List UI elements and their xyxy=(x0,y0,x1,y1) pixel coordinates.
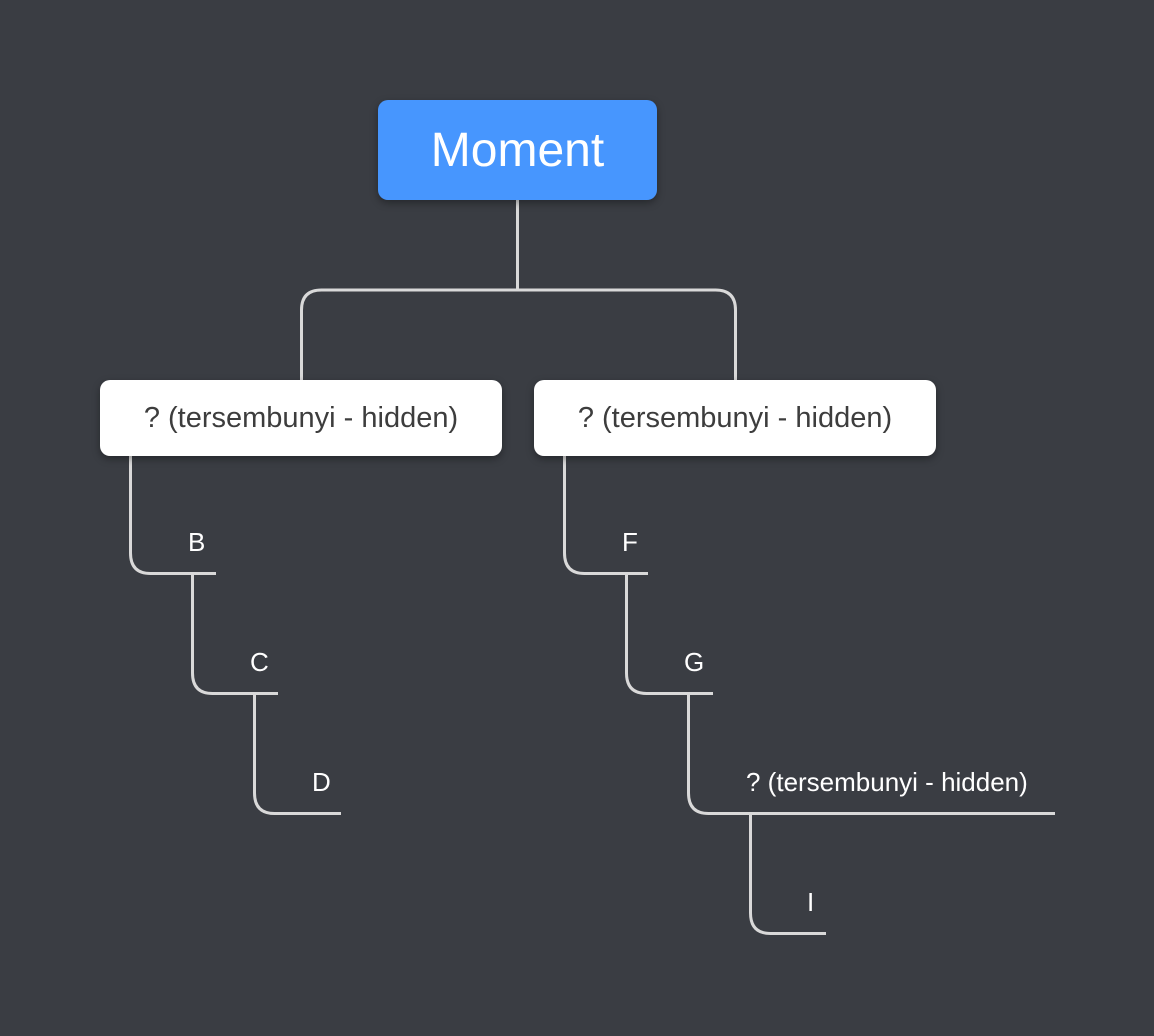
connector-c-to-d xyxy=(253,693,341,815)
root-node: Moment xyxy=(378,100,657,200)
connector-b-to-c xyxy=(191,573,278,695)
leaf-node-c: C xyxy=(250,647,269,677)
branch-label: ? (tersembunyi - hidden) xyxy=(577,401,893,434)
leaf-node-d: D xyxy=(312,767,331,797)
leaf-node-i: I xyxy=(807,887,815,917)
connector-right-to-f xyxy=(563,456,648,575)
connector-f-to-g xyxy=(625,573,713,695)
branch-label: ? (tersembunyi - hidden) xyxy=(143,401,459,434)
leaf-node-f: F xyxy=(622,527,638,557)
root-label: Moment xyxy=(430,123,605,177)
leaf-node-g: G xyxy=(684,647,705,677)
connector-g-to-hidden xyxy=(687,693,1055,815)
connector-root-right xyxy=(517,288,737,380)
connector-root-left xyxy=(300,288,518,380)
leaf-node-b: B xyxy=(188,527,206,557)
branch-node-right: ? (tersembunyi - hidden) xyxy=(534,380,936,456)
branch-node-left: ? (tersembunyi - hidden) xyxy=(100,380,502,456)
connector-hidden-to-i xyxy=(749,813,826,935)
leaf-node-hidden: ? (tersembunyi - hidden) xyxy=(746,767,1028,797)
connector-left-to-b xyxy=(129,456,216,575)
